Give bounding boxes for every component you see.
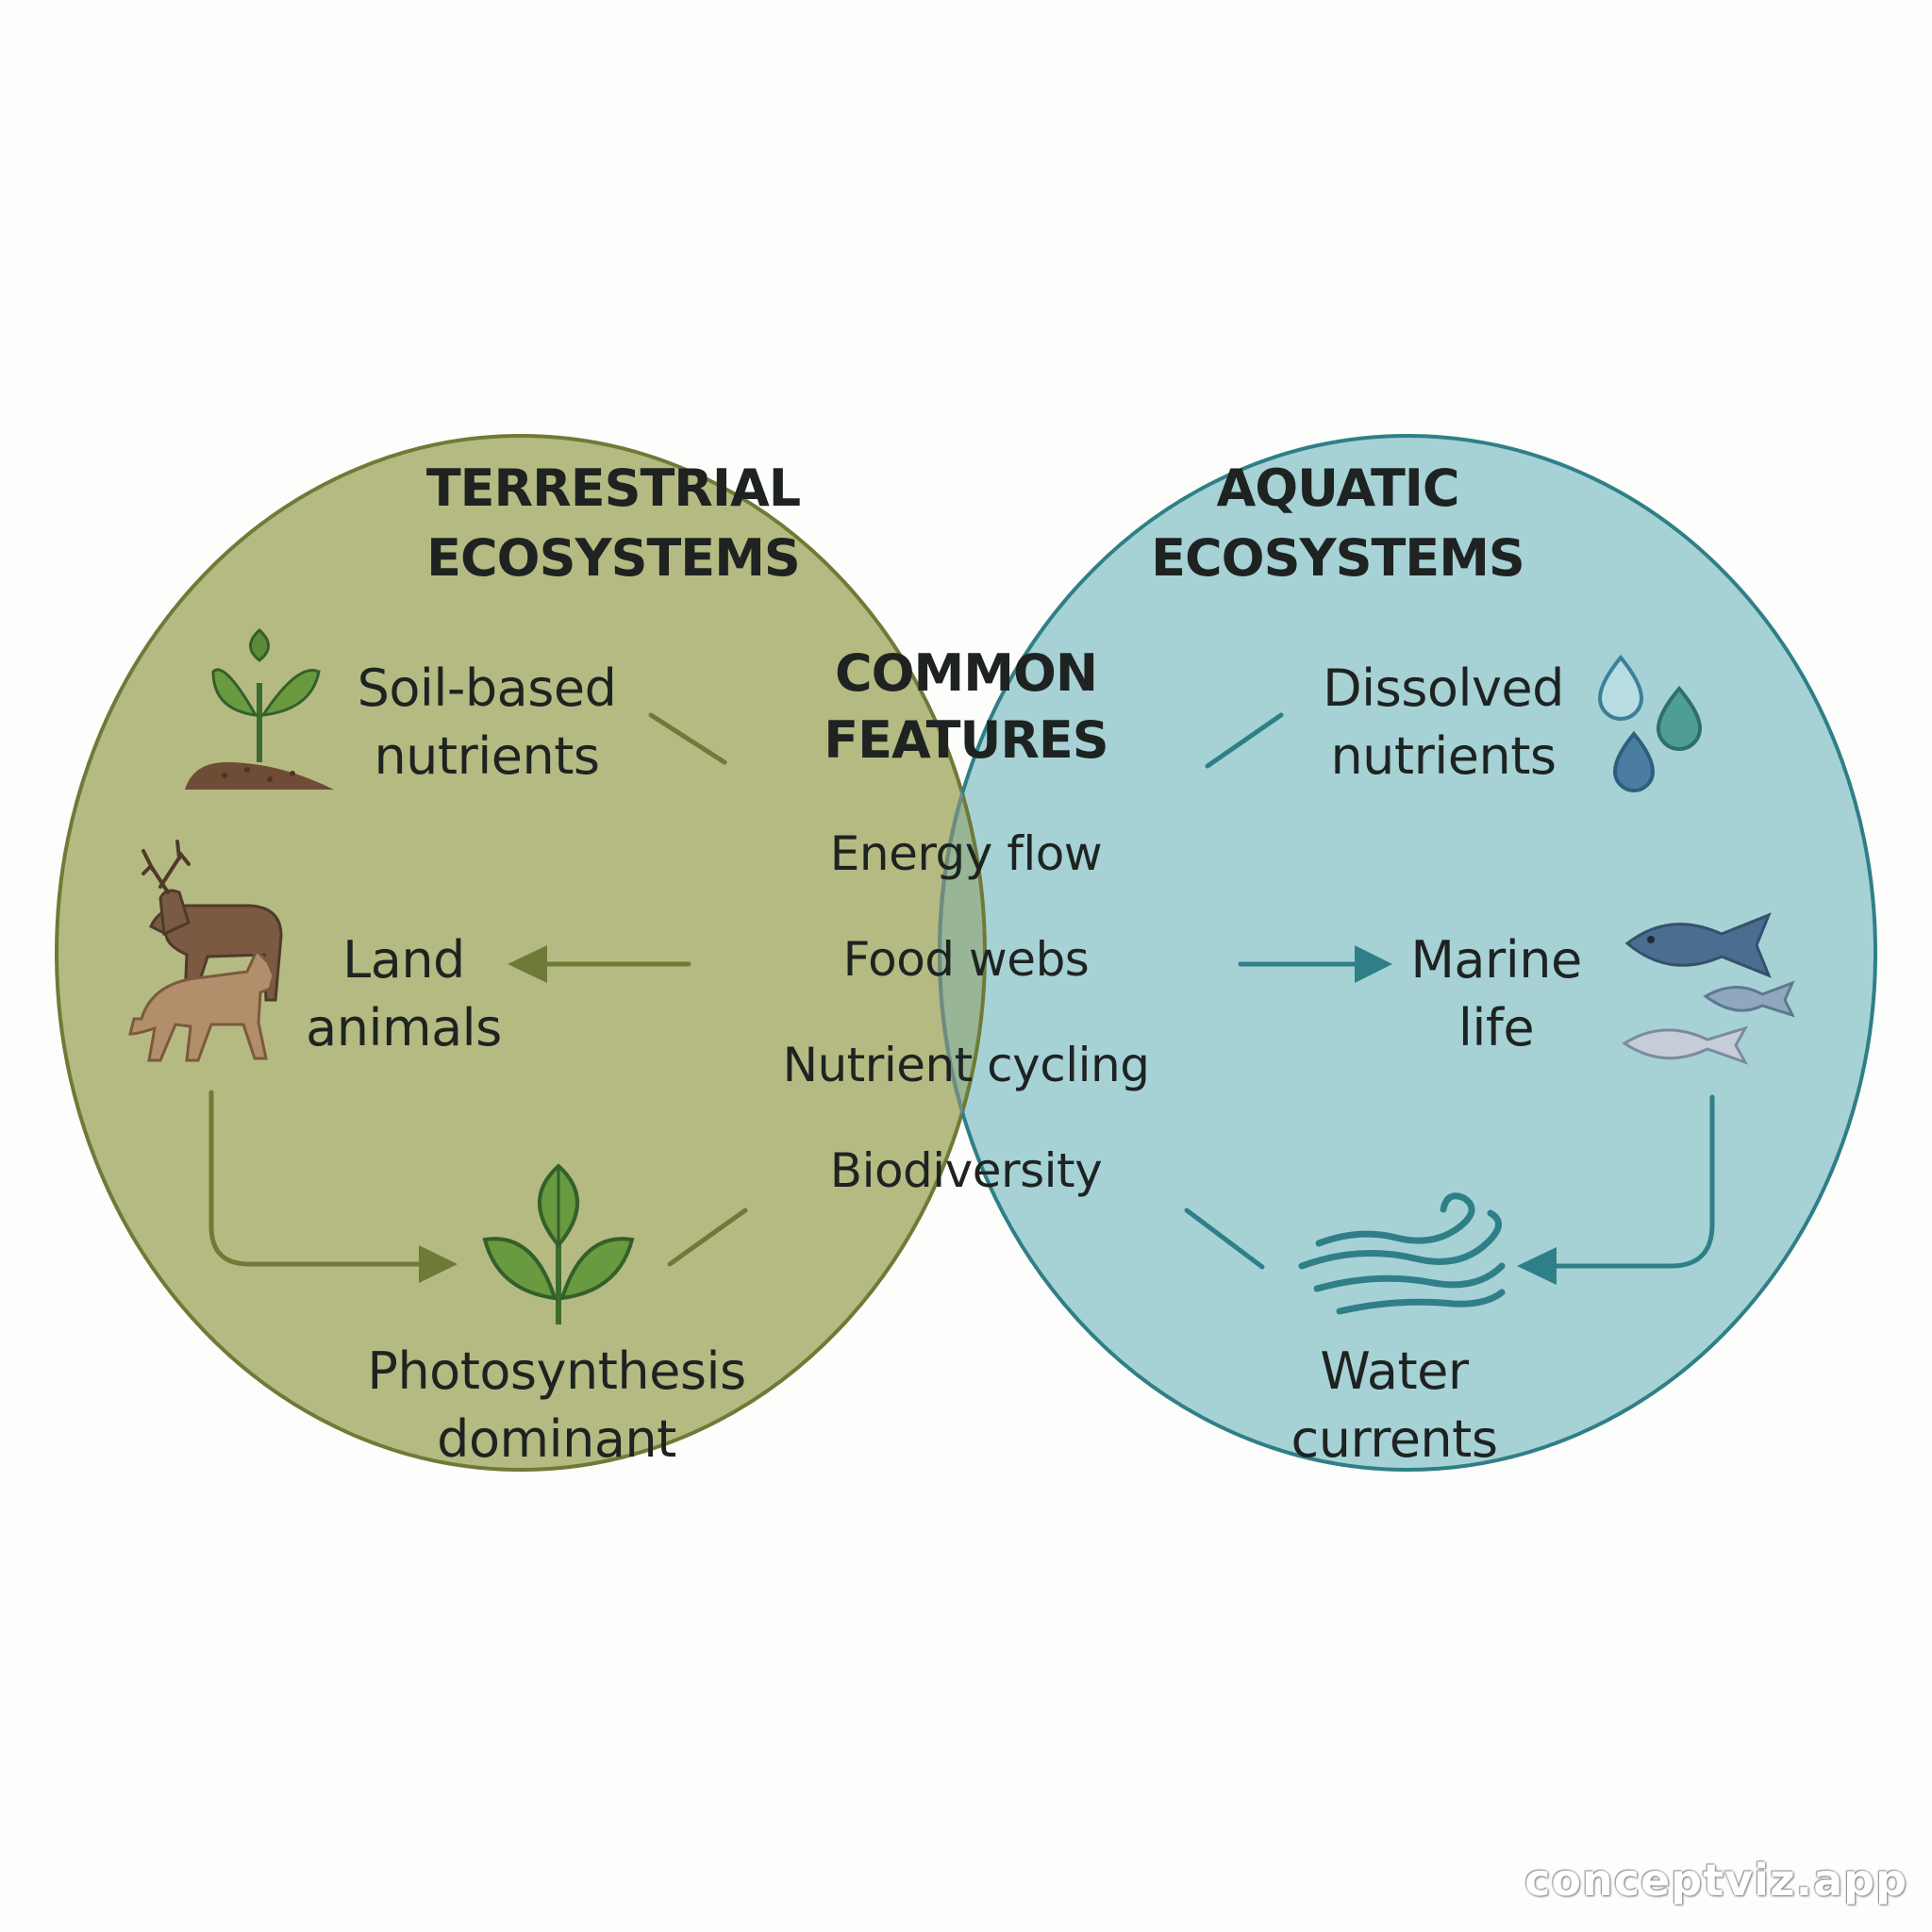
label-marine-line1: Marine xyxy=(1410,930,1581,990)
common-title-line1: COMMON xyxy=(835,643,1097,703)
leaf-plant-icon xyxy=(482,1163,635,1324)
connector-photosynthesis xyxy=(667,1208,748,1267)
label-water-line2: currents xyxy=(1291,1409,1498,1469)
aquatic-labels: Dissolved nutrients Marine life Water cu… xyxy=(1291,658,1583,1469)
sprout-soil-icon xyxy=(185,627,334,790)
common-item: Biodiversity xyxy=(830,1143,1102,1198)
watermark: conceptviz.app xyxy=(1524,1855,1907,1906)
label-dissolved-line2: nutrients xyxy=(1330,726,1556,786)
terrestrial-outline xyxy=(55,434,987,1472)
common-item: Food webs xyxy=(843,932,1090,987)
common-title: COMMON FEATURES xyxy=(824,643,1108,770)
terrestrial-labels: Soil-based nutrients Land animals Photos… xyxy=(306,658,746,1469)
wave-icon xyxy=(1298,1192,1506,1315)
deer-wolf-icon xyxy=(128,840,283,1062)
common-item: Nutrient cycling xyxy=(783,1038,1150,1092)
common-title-line2: FEATURES xyxy=(824,710,1108,770)
label-dissolved-line1: Dissolved xyxy=(1323,658,1564,718)
arrowhead-land-animals xyxy=(508,945,547,983)
label-land-line2: animals xyxy=(306,998,502,1058)
common-item: Energy flow xyxy=(830,826,1102,881)
label-soil-line1: Soil-based xyxy=(358,658,617,718)
label-water-line1: Water xyxy=(1320,1341,1469,1401)
arrowhead-photosynthesis xyxy=(419,1245,458,1283)
label-land-line1: Land xyxy=(342,930,465,990)
aquatic-title-line2: ECOSYSTEMS xyxy=(1151,528,1524,588)
arrow-land-to-photosynthesis-line xyxy=(208,1090,423,1267)
terrestrial-title: TERRESTRIAL ECOSYSTEMS xyxy=(426,458,801,588)
arrowhead-water-currents xyxy=(1517,1247,1557,1285)
connector-dissolved xyxy=(1205,712,1284,769)
connector-soil xyxy=(648,712,727,765)
connector-water-currents xyxy=(1184,1208,1265,1270)
arrowhead-marine-life xyxy=(1355,945,1392,983)
label-photo-line1: Photosynthesis xyxy=(367,1341,745,1401)
aquatic-title-line1: AQUATIC xyxy=(1216,458,1458,518)
label-soil-line2: nutrients xyxy=(374,726,599,786)
label-marine-line2: life xyxy=(1458,998,1534,1058)
terrestrial-title-line2: ECOSYSTEMS xyxy=(426,528,800,588)
common-features-list: Energy flow Food webs Nutrient cycling B… xyxy=(783,826,1150,1198)
terrestrial-title-line1: TERRESTRIAL xyxy=(426,458,800,518)
water-drops-icon xyxy=(1597,654,1703,792)
overlap-outline xyxy=(938,436,985,1470)
fish-icon xyxy=(1622,912,1795,1065)
label-photo-line2: dominant xyxy=(437,1409,676,1469)
arrow-marine-to-currents-line xyxy=(1552,1094,1715,1269)
aquatic-title: AQUATIC ECOSYSTEMS xyxy=(1151,458,1525,588)
